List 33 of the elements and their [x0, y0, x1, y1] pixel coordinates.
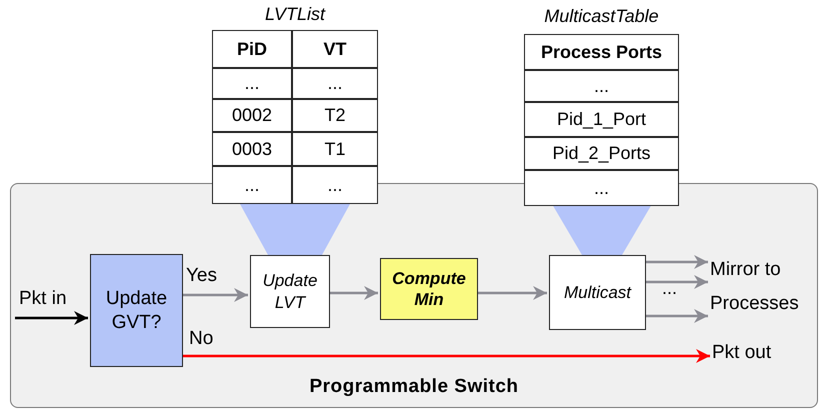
table-cell: ...: [524, 70, 679, 102]
panel-title: Programmable Switch: [308, 376, 520, 398]
table-cell: ...: [212, 68, 292, 99]
table-title: LVTList: [264, 4, 326, 26]
table-cell: T2: [292, 99, 378, 132]
arrow: [183, 349, 710, 363]
arrow: [183, 288, 248, 302]
table-cell: ...: [292, 166, 378, 204]
table-cell: ...: [212, 166, 292, 204]
arrow: [478, 286, 547, 300]
table-cell: PiD: [212, 30, 292, 68]
table-cell: T1: [292, 132, 378, 166]
table-cell: 0002: [212, 99, 292, 132]
table-cell: Pid_2_Ports: [524, 137, 679, 170]
switch-panel: [10, 183, 818, 408]
table-cell: ...: [292, 68, 378, 99]
table-cell: ...: [524, 170, 679, 206]
process-box: Multicast: [549, 255, 646, 330]
ellipsis-label: ...: [662, 278, 678, 299]
process-box: Update LVT: [250, 255, 330, 328]
table-cell: 0003: [212, 132, 292, 166]
arrow: [646, 309, 708, 323]
table-title: MulticastTable: [543, 6, 660, 28]
arrow: [646, 275, 708, 289]
arrow: [330, 286, 378, 300]
arrow: [646, 255, 708, 269]
output-label: Mirror to Processes: [710, 253, 816, 319]
process-box: Compute Min: [380, 258, 478, 320]
table-cell: VT: [292, 30, 378, 68]
table-cell: Pid_1_Port: [524, 102, 679, 137]
output-label: Pkt out: [712, 342, 792, 368]
process-box: Update GVT?: [90, 254, 183, 367]
arrow: [15, 311, 88, 325]
